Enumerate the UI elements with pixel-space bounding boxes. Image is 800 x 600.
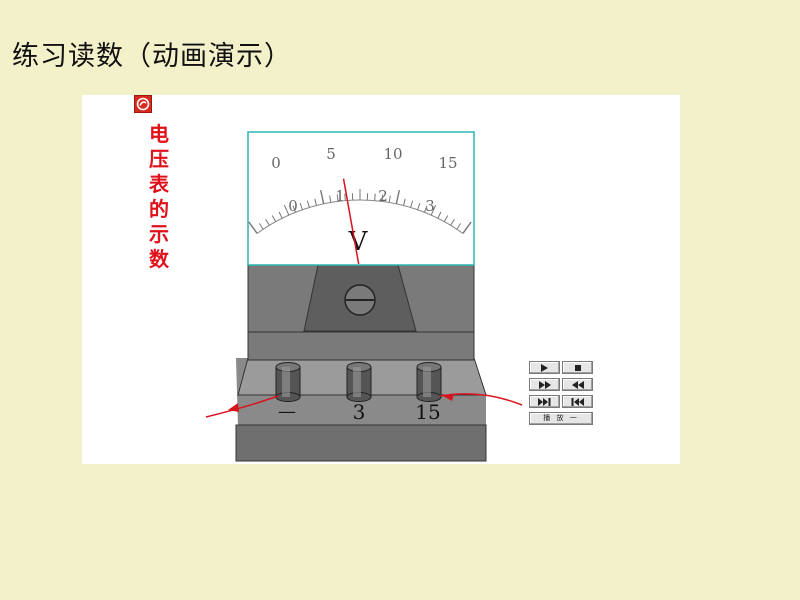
label-char: 表 bbox=[149, 172, 169, 196]
upper-scale-5: 5 bbox=[326, 145, 336, 163]
scale-tick bbox=[403, 198, 406, 206]
meter-face bbox=[247, 131, 475, 266]
terminal-label-3: 3 bbox=[353, 400, 366, 424]
slide-title: 练习读数（动画演示） bbox=[12, 41, 292, 72]
wire-left bbox=[205, 395, 279, 418]
mode-button[interactable]: 播 放 一 bbox=[529, 412, 593, 425]
scale-tick bbox=[443, 215, 449, 222]
scale-tick bbox=[329, 195, 332, 203]
scale-tick bbox=[299, 202, 303, 210]
scale-ticks bbox=[248, 189, 472, 234]
scale-tick bbox=[292, 205, 297, 213]
label-char: 的 bbox=[149, 197, 169, 221]
label-char: 电 bbox=[149, 122, 169, 146]
scale-tick bbox=[344, 193, 346, 201]
lower-scale-3: 3 bbox=[425, 197, 435, 215]
unit-label: V bbox=[348, 227, 369, 257]
skip-start-icon bbox=[571, 397, 584, 406]
lower-scale-0: 0 bbox=[288, 197, 298, 215]
rewind-icon bbox=[571, 380, 584, 389]
logo-icon bbox=[134, 95, 152, 113]
skip-end-button[interactable] bbox=[529, 395, 560, 408]
scale-arc bbox=[256, 199, 464, 234]
meter-base-front bbox=[235, 424, 487, 462]
scale-tick bbox=[462, 221, 472, 234]
lower-scale-2: 2 bbox=[378, 187, 388, 205]
scale-tick bbox=[320, 189, 325, 204]
terminal-label-15: 15 bbox=[415, 400, 440, 424]
scale-tick bbox=[410, 200, 414, 208]
scale-tick bbox=[417, 202, 421, 210]
upper-scale-10: 10 bbox=[383, 145, 402, 163]
scale-tick bbox=[336, 194, 339, 202]
scale-tick bbox=[395, 189, 400, 204]
terminal-label-negative: — bbox=[278, 401, 296, 422]
terminal-3v bbox=[346, 362, 372, 402]
label-char: 示 bbox=[149, 222, 169, 246]
wire-right-arrow bbox=[443, 394, 454, 401]
animation-panel: 电 压 表 的 示 数 0 5 10 15 0 1 2 3 V bbox=[82, 95, 680, 464]
label-char: 数 bbox=[149, 247, 169, 271]
scale-tick bbox=[248, 221, 258, 234]
scale-tick bbox=[430, 204, 437, 216]
play-button[interactable] bbox=[529, 361, 560, 374]
scale-tick bbox=[258, 223, 264, 230]
terminal-negative bbox=[275, 362, 301, 402]
play-icon bbox=[541, 363, 548, 372]
animation-controls: 播 放 一 bbox=[529, 361, 593, 425]
upper-scale-15: 15 bbox=[438, 154, 457, 172]
scale-tick bbox=[450, 219, 455, 226]
skip-start-button[interactable] bbox=[562, 395, 593, 408]
wire-left-arrow bbox=[228, 403, 239, 412]
fast-forward-button[interactable] bbox=[529, 378, 560, 391]
scale-tick bbox=[456, 223, 462, 230]
fast-forward-icon bbox=[538, 380, 551, 389]
upper-scale-0: 0 bbox=[271, 154, 281, 172]
voltmeter-illustration: 0 5 10 15 0 1 2 3 V — 3 15 bbox=[205, 131, 523, 462]
scale-tick bbox=[314, 198, 317, 206]
scale-tick bbox=[423, 205, 428, 213]
scale-tick bbox=[278, 211, 283, 219]
label-char: 压 bbox=[149, 147, 169, 171]
skip-end-icon bbox=[538, 397, 551, 406]
scale-tick bbox=[306, 200, 310, 208]
stop-icon bbox=[574, 364, 581, 371]
wire-right bbox=[439, 393, 523, 406]
terminal-15v bbox=[416, 362, 442, 402]
scale-tick bbox=[283, 204, 290, 216]
scale-tick bbox=[437, 211, 442, 219]
scale-tick bbox=[374, 193, 376, 201]
lower-scale-1: 1 bbox=[335, 187, 345, 205]
scale-tick bbox=[388, 195, 391, 203]
scale-tick bbox=[265, 219, 270, 226]
meter-needle bbox=[342, 178, 360, 265]
scale-tick bbox=[271, 215, 277, 222]
rewind-button[interactable] bbox=[562, 378, 593, 391]
stop-button[interactable] bbox=[562, 361, 593, 374]
voltmeter-reading-label: 电 压 表 的 示 数 bbox=[146, 122, 172, 272]
scale-tick bbox=[381, 194, 384, 202]
